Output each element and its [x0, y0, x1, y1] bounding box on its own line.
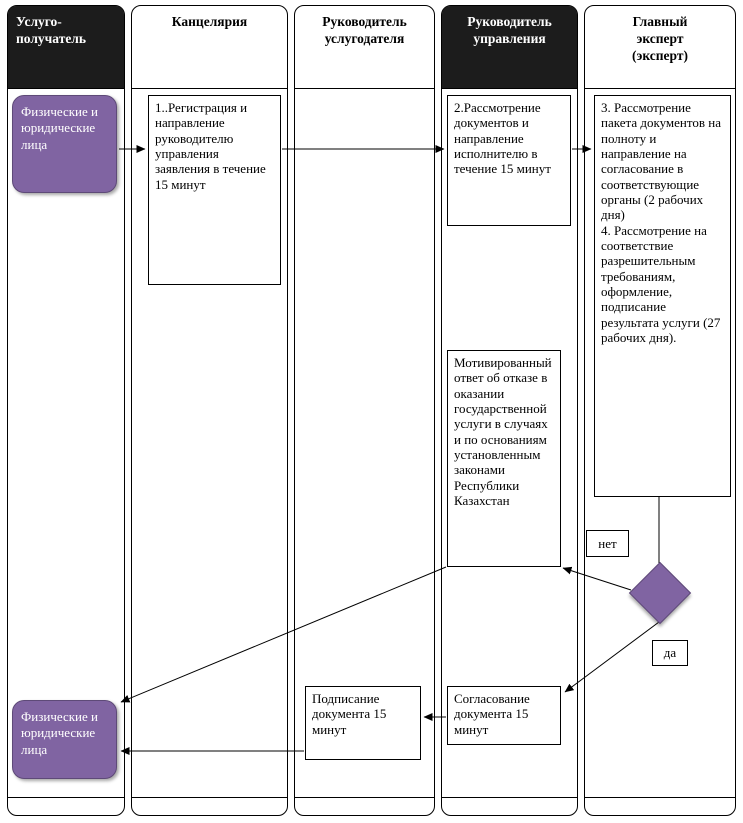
lane-service-recipient: Услуго-получатель — [7, 5, 125, 816]
lane-department-head: Руководитель управления — [441, 5, 578, 816]
decision-label-yes: да — [652, 640, 688, 666]
node-step1-registration: 1..Регистрация и направление руководител… — [148, 95, 281, 285]
lane-header-provider-head: Руководитель услугодателя — [295, 6, 434, 89]
lane-chief-expert: Главный эксперт (эксперт) — [584, 5, 736, 816]
lane-header-service-recipient: Услуго-получатель — [8, 6, 124, 89]
node-recipient-bottom: Физические и юридические лица — [12, 700, 117, 779]
lane-footer — [132, 797, 287, 815]
lane-chancellery: Канцелярия — [131, 5, 288, 816]
node-step3-4-expert-review: 3. Рассмотрение пакета документов на пол… — [594, 95, 731, 497]
lane-footer — [442, 797, 577, 815]
decision-label-no: нет — [586, 530, 629, 557]
node-step2-review: 2.Рассмотрение документов и направление … — [447, 95, 571, 226]
lane-header-chancellery: Канцелярия — [132, 6, 287, 89]
lane-header-department-head: Руководитель управления — [442, 6, 577, 89]
lane-footer — [8, 797, 124, 815]
lane-header-chief-expert: Главный эксперт (эксперт) — [585, 6, 735, 89]
node-refusal-response: Мотивированный ответ об отказе в оказани… — [447, 350, 561, 567]
lane-footer — [295, 797, 434, 815]
node-recipient-top: Физические и юридические лица — [12, 95, 117, 193]
node-approval: Согласование документа 15 минут — [447, 686, 561, 745]
lane-provider-head: Руководитель услугодателя — [294, 5, 435, 816]
lane-footer — [585, 797, 735, 815]
node-signing: Подписание документа 15 минут — [305, 686, 421, 760]
